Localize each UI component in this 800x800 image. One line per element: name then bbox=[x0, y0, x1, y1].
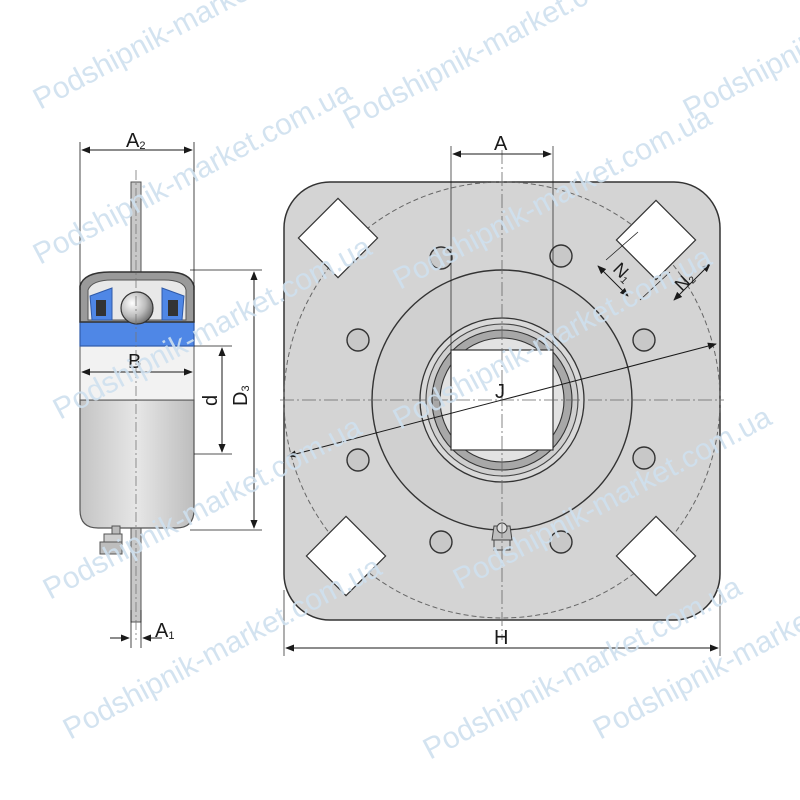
rivet bbox=[346, 328, 370, 352]
watermark-text: Podshipnik-market.com.ua bbox=[338, 0, 667, 136]
label-b: B bbox=[128, 351, 141, 373]
label-a2: A2 bbox=[126, 130, 145, 152]
dim-n2 bbox=[673, 263, 711, 301]
bolt-hole-bottom-left bbox=[305, 515, 387, 597]
bolt-hole-top-right bbox=[615, 199, 697, 281]
bolt-hole-top-left bbox=[297, 197, 379, 279]
label-d3: D3 bbox=[230, 385, 252, 406]
dim-bolt-circle-diameter bbox=[287, 342, 717, 458]
front-view: A J N1 N2 H bbox=[280, 133, 724, 656]
label-j: J bbox=[495, 381, 505, 403]
label-d: d bbox=[200, 395, 222, 406]
label-h: H bbox=[494, 627, 508, 649]
rivet bbox=[549, 244, 573, 268]
rivet bbox=[429, 246, 453, 270]
label-a: A bbox=[494, 133, 508, 155]
rivet bbox=[429, 530, 453, 554]
rivet bbox=[632, 328, 656, 352]
seal-lip-left bbox=[96, 300, 106, 316]
housing-lower-body bbox=[79, 399, 195, 529]
rivet bbox=[549, 530, 573, 554]
bearing-ball bbox=[120, 291, 154, 325]
side-view: A2 B d D3 A1 bbox=[79, 130, 262, 648]
grease-nipple-side bbox=[99, 525, 123, 555]
seal-lip-right bbox=[168, 300, 178, 316]
label-a1: A1 bbox=[155, 620, 174, 642]
dim-n1 bbox=[597, 265, 629, 297]
bolt-hole-bottom-right bbox=[615, 515, 697, 597]
rivet bbox=[346, 448, 370, 472]
